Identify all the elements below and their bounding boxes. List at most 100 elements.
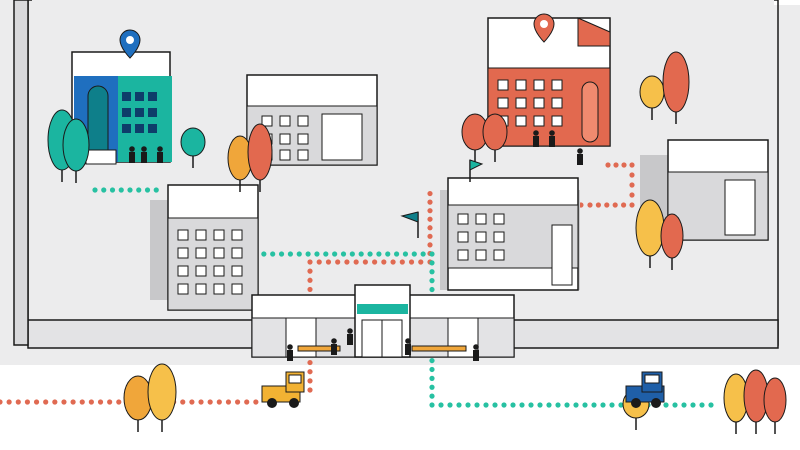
path-dot bbox=[591, 402, 597, 408]
path-dot bbox=[15, 399, 21, 405]
path-dot bbox=[79, 399, 85, 405]
path-dot bbox=[699, 402, 705, 408]
tree bbox=[763, 377, 787, 423]
tree bbox=[482, 113, 508, 151]
person bbox=[331, 338, 337, 355]
path-dot bbox=[402, 251, 409, 257]
path-dot bbox=[427, 208, 433, 214]
path-dot bbox=[6, 399, 12, 405]
path-dot bbox=[127, 187, 133, 193]
path-dot bbox=[420, 251, 426, 257]
path-dot bbox=[483, 402, 489, 408]
path-dot bbox=[0, 399, 3, 405]
path-dot bbox=[408, 259, 415, 265]
path-dot bbox=[101, 187, 107, 193]
path-dot bbox=[270, 251, 276, 257]
path-dot bbox=[307, 286, 313, 293]
path-dot bbox=[564, 402, 570, 408]
path-dot bbox=[555, 402, 561, 408]
path-dot bbox=[381, 259, 387, 265]
path-dot bbox=[180, 399, 186, 405]
path-dot bbox=[427, 199, 433, 205]
person bbox=[405, 338, 411, 355]
road-bottom bbox=[0, 365, 800, 450]
path-dot bbox=[456, 402, 462, 408]
path-dot bbox=[97, 399, 104, 405]
path-dot bbox=[429, 278, 435, 284]
path-dot bbox=[353, 259, 359, 265]
path-dot bbox=[253, 399, 259, 405]
path-dot bbox=[604, 202, 610, 208]
path-dot bbox=[349, 251, 355, 257]
path-dot bbox=[340, 251, 347, 257]
path-dot bbox=[519, 402, 525, 408]
path-dot bbox=[335, 259, 341, 265]
path-dot bbox=[629, 172, 635, 178]
barrier-gate bbox=[297, 345, 467, 352]
path-dot bbox=[429, 286, 435, 293]
path-dot bbox=[33, 399, 40, 405]
person bbox=[347, 328, 353, 345]
person bbox=[129, 146, 135, 163]
path-dot bbox=[492, 402, 498, 408]
path-dot bbox=[394, 251, 400, 257]
path-dot bbox=[314, 251, 320, 257]
path-dot bbox=[372, 259, 378, 265]
path-dot bbox=[92, 187, 98, 193]
path-dot bbox=[510, 402, 516, 408]
path-dot bbox=[429, 366, 435, 373]
path-dot bbox=[427, 225, 433, 231]
path-dot bbox=[207, 399, 213, 405]
path-dot bbox=[429, 251, 435, 257]
building-gray-center bbox=[440, 177, 580, 291]
path-dot bbox=[136, 187, 142, 193]
person bbox=[473, 344, 479, 361]
path-dot bbox=[307, 378, 313, 384]
path-dot bbox=[307, 259, 313, 265]
path-dot bbox=[629, 162, 635, 168]
building-gray-left bbox=[150, 184, 259, 311]
path-dot bbox=[672, 402, 678, 408]
path-dot bbox=[52, 399, 58, 405]
path-dot bbox=[307, 277, 313, 283]
path-dot bbox=[107, 399, 113, 405]
path-dot bbox=[24, 399, 31, 405]
truck-yellow bbox=[261, 371, 305, 408]
path-dot bbox=[621, 162, 627, 168]
path-dot bbox=[43, 399, 49, 405]
path-dot bbox=[708, 402, 714, 408]
path-dot bbox=[323, 251, 329, 257]
tree bbox=[180, 127, 206, 157]
path-dot bbox=[189, 399, 195, 405]
path-dot bbox=[325, 259, 332, 265]
path-dot bbox=[278, 251, 285, 257]
tree bbox=[62, 118, 90, 172]
path-dot bbox=[528, 402, 534, 408]
path-dot bbox=[600, 402, 606, 408]
location-pin-icon bbox=[533, 13, 555, 43]
tree bbox=[147, 363, 177, 421]
path-dot bbox=[427, 190, 433, 197]
path-dot bbox=[88, 399, 94, 405]
person bbox=[577, 148, 583, 165]
path-dot bbox=[663, 402, 669, 408]
path-dot bbox=[609, 402, 615, 408]
location-pin-icon bbox=[119, 29, 141, 59]
path-dot bbox=[427, 216, 433, 222]
path-dot bbox=[427, 242, 433, 248]
path-dot bbox=[629, 192, 635, 198]
flag-icon bbox=[400, 211, 419, 238]
path-dot bbox=[305, 251, 311, 257]
path-dot bbox=[390, 259, 396, 265]
gate-building bbox=[251, 284, 515, 358]
path-dot bbox=[587, 202, 593, 208]
path-dot bbox=[287, 251, 293, 257]
building-coral bbox=[487, 17, 611, 147]
path-dot bbox=[225, 399, 232, 405]
path-dot bbox=[118, 187, 124, 193]
flag-icon bbox=[469, 159, 484, 182]
path-dot bbox=[605, 162, 611, 168]
path-dot bbox=[367, 251, 373, 257]
path-dot bbox=[573, 402, 579, 408]
tree bbox=[635, 199, 665, 257]
